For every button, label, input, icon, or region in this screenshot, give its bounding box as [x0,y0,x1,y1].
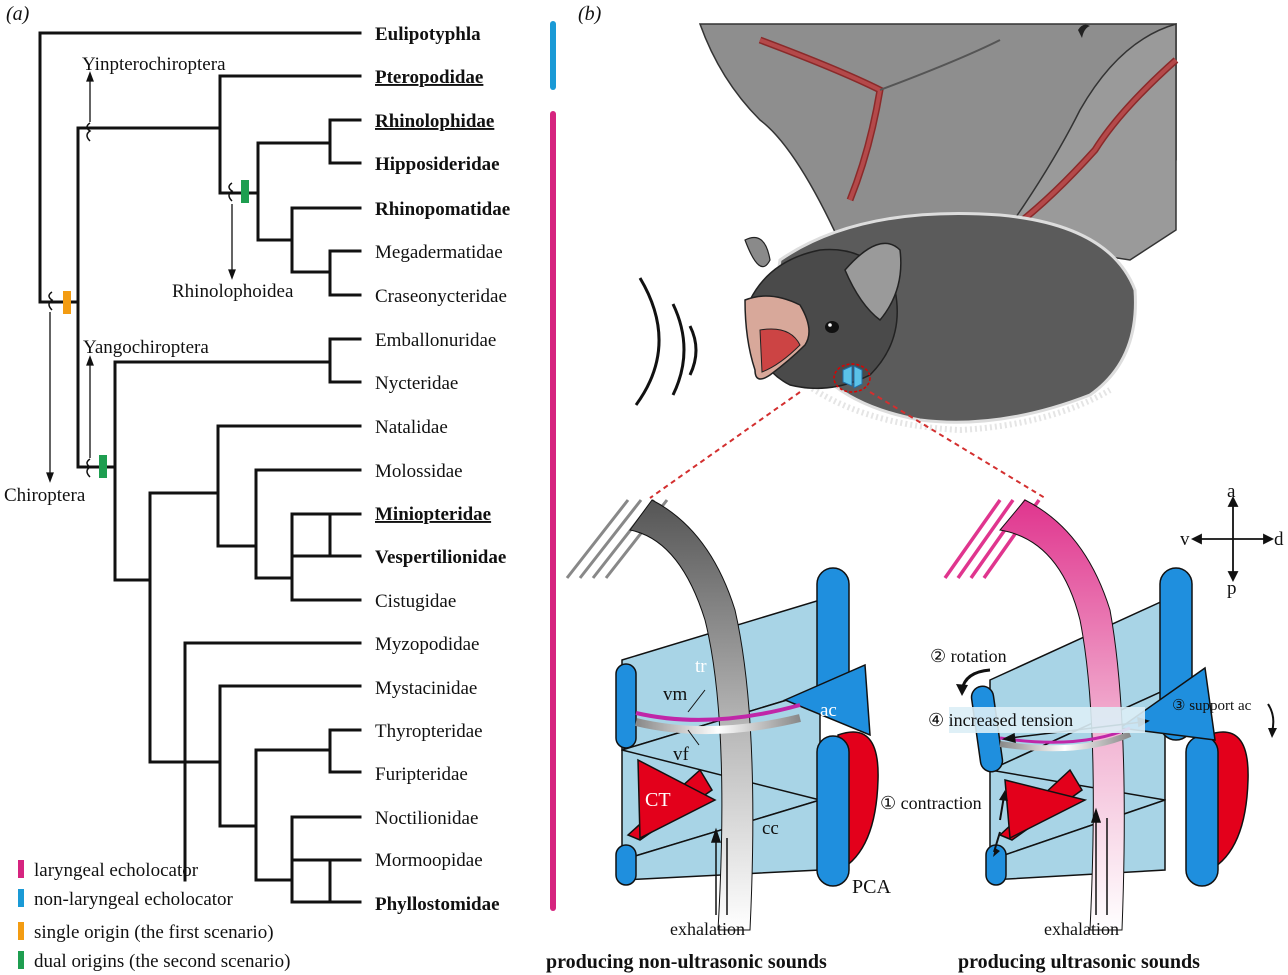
label-ac-left: ac [820,700,837,721]
taxon-label: Molossidae [375,461,463,482]
axis-posterior: p [1227,578,1237,599]
taxon-label: Mystacinidae [375,678,477,699]
taxon-label: Phyllostomidae [375,894,500,915]
legend-label: dual origins (the second scenario) [34,951,290,972]
node-label-yinpterochiroptera: Yinpterochiroptera [82,54,226,75]
node-label-chiroptera: Chiroptera [4,485,86,506]
panel-b-label: (b) [578,3,602,25]
legend: laryngeal echolocator non-laryngeal echol… [18,860,290,972]
label-vm: vm [663,684,688,705]
bat-illustration [698,23,1179,434]
node-leaders [46,71,236,483]
legend-label: single origin (the first scenario) [34,922,274,943]
dual-origin-marker-yinpterochiroptera [241,180,249,203]
sound-waves [634,277,698,406]
taxon-label: Myzopodidae [375,634,479,655]
taxon-label: Miniopteridae [375,504,491,525]
label-exhalation-right: exhalation [1044,919,1119,939]
taxon-label: Cistugidae [375,591,456,612]
label-contraction: ① contraction [880,793,982,813]
taxon-label: Rhinolophidae [375,111,494,132]
label-exhalation-left: exhalation [670,919,745,939]
caption-non-ultrasonic: producing non-ultrasonic sounds [546,951,827,973]
zoom-line-right [869,391,1046,499]
label-increased-tension: ④ increased tension [928,710,1073,730]
taxon-label: Hipposideridae [375,154,500,175]
label-rotation: ② rotation [930,646,1007,666]
taxon-label: Thyropteridae [375,721,483,742]
taxon-label: Rhinopomatidae [375,199,510,220]
single-origin-marker [63,291,71,314]
dual-origin-marker-yangochiroptera [99,455,107,478]
direction-cross [1190,495,1275,583]
phylogenetic-tree [38,31,362,904]
taxon-label: Nycteridae [375,373,458,394]
legend-swatch [18,951,24,969]
node-label-yangochiroptera: Yangochiroptera [83,337,209,358]
label-pca: PCA [852,876,891,898]
legend-label: non-laryngeal echolocator [34,889,234,910]
taxon-label: Noctilionidae [375,808,478,829]
legend-swatch [18,922,24,940]
larynx-non-ultrasonic [565,499,879,931]
taxon-label: Vespertilionidae [375,547,506,568]
caption-ultrasonic: producing ultrasonic sounds [958,951,1200,973]
taxon-label: Natalidae [375,417,448,438]
taxon-label: Pteropodidae [375,67,483,88]
label-tr-left: tr [695,656,707,677]
label-support-ac: ③ support ac [1172,698,1252,714]
taxon-label: Eulipotyphla [375,24,481,45]
axis-ventral: v [1180,529,1190,550]
taxon-label: Emballonuridae [375,330,496,351]
label-cc: cc [762,818,779,839]
legend-swatch [18,889,24,907]
taxon-label: Craseonycteridae [375,286,507,307]
label-ct: CT [645,789,671,811]
zoom-line-left [649,391,801,499]
taxon-label: Megadermatidae [375,242,503,263]
axis-dorsal: d [1274,529,1284,550]
panel-a-label: (a) [6,3,30,25]
legend-swatch [18,860,24,878]
legend-label: laryngeal echolocator [34,860,199,881]
node-label-rhinolophoidea: Rhinolophoidea [172,281,294,302]
taxon-label: Furipteridae [375,764,468,785]
branch-eulipotyphla [38,31,362,304]
node-symbols [48,122,234,478]
axis-anterior: a [1227,481,1236,502]
taxon-label: Mormoopidae [375,850,483,871]
label-vf: vf [673,744,690,765]
taxa-labels: EulipotyphlaPteropodidaeRhinolophidaeHip… [375,24,510,915]
